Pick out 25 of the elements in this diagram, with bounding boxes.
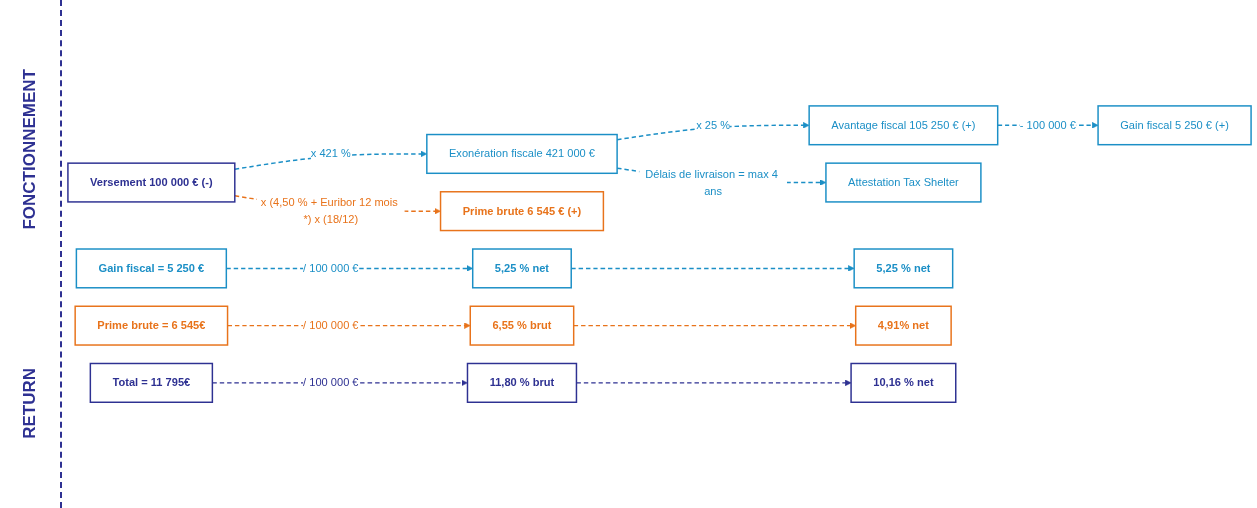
edge-label: x 421 % xyxy=(310,146,351,160)
edge-label: / 100 000 € xyxy=(303,318,359,332)
node-box: 11,80 % brut xyxy=(466,362,578,403)
node-box: 5,25 % net xyxy=(471,248,572,289)
node-box: Versement 100 000 € (-) xyxy=(67,162,236,203)
edge-label: / 100 000 € xyxy=(303,375,359,389)
node-box: Attestation Tax Shelter xyxy=(825,162,982,203)
node-box: 5,25 % net xyxy=(853,248,954,289)
edge-label: - 100 000 € xyxy=(1019,118,1076,131)
edge-label: x (4,50 % + Euribor 12 mois *) x (18/12) xyxy=(260,195,398,226)
edge-label: / 100 000 € xyxy=(303,261,359,275)
node-box: Avantage fiscal 105 250 € (+) xyxy=(808,105,999,146)
node-box: 4,91% net xyxy=(854,305,952,346)
node-box: Gain fiscal = 5 250 € xyxy=(75,248,228,289)
node-box: Exonération fiscale 421 000 € xyxy=(426,133,618,174)
node-box: Prime brute = 6 545€ xyxy=(74,305,229,346)
edge-label: Délais de livraison = max 4 ans xyxy=(645,167,778,197)
section-label: FONCTIONNEMENT xyxy=(20,69,40,230)
node-box: 10,16 % net xyxy=(850,362,957,403)
node-box: Prime brute 6 545 € (+) xyxy=(439,190,605,232)
edge-label: x 25 % xyxy=(696,118,731,131)
node-box: 6,55 % brut xyxy=(469,305,575,346)
node-box: Gain fiscal 5 250 € (+) xyxy=(1097,105,1252,146)
node-box: Total = 11 795€ xyxy=(89,362,214,403)
section-label: RETURN xyxy=(20,368,40,439)
